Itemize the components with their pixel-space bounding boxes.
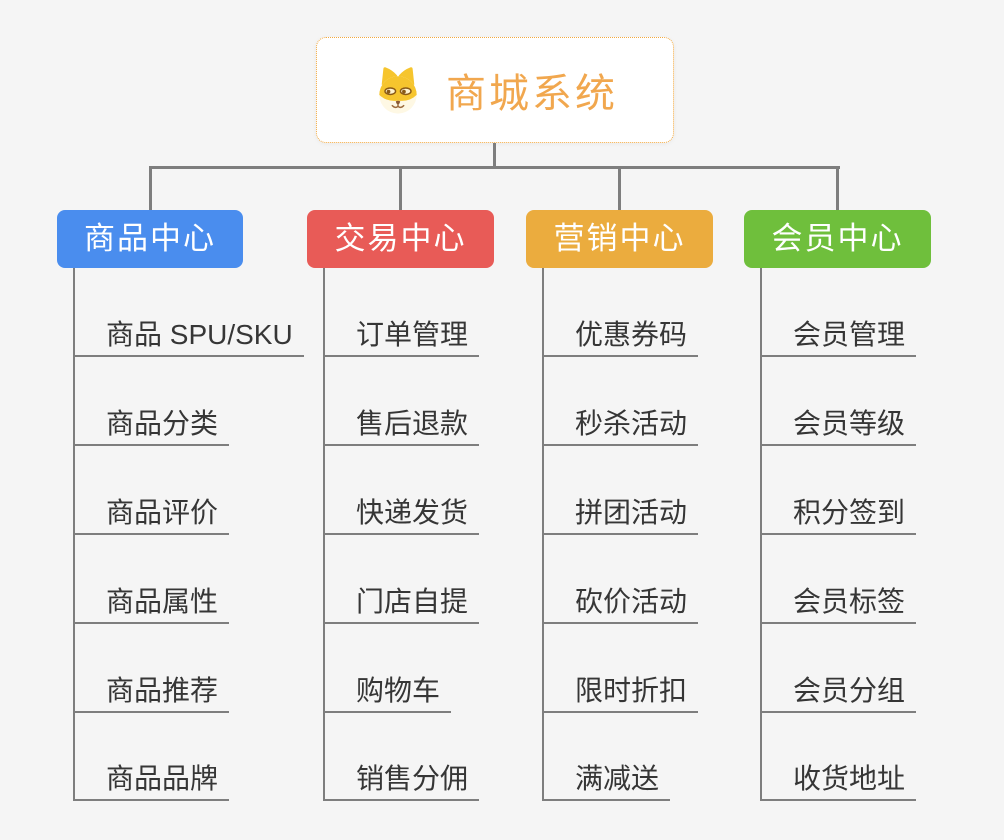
branch-header[interactable]: 营销中心: [526, 210, 713, 268]
branch-item[interactable]: 门店自提: [325, 582, 480, 624]
branch-header[interactable]: 会员中心: [744, 210, 931, 268]
branch-item[interactable]: 优惠券码: [544, 315, 699, 357]
connector-root-vertical: [492, 143, 496, 167]
branch-item[interactable]: 商品属性: [75, 582, 230, 624]
branch-column: 优惠券码秒杀活动拼团活动砍价活动限时折扣满减送: [542, 268, 779, 801]
branch-column: 订单管理售后退款快递发货门店自提购物车销售分佣: [323, 268, 560, 801]
branch-header[interactable]: 商品中心: [57, 210, 243, 268]
branch-item[interactable]: 商品 SPU/SKU: [75, 315, 304, 357]
branch-item[interactable]: 拼团活动: [544, 493, 699, 535]
shiba-dog-icon: [379, 67, 417, 114]
branch-item[interactable]: 秒杀活动: [544, 404, 699, 446]
branch-item[interactable]: 会员分组: [762, 671, 917, 713]
root-title: 商城系统: [446, 72, 618, 116]
branch-item[interactable]: 销售分佣: [325, 759, 480, 801]
branch-item[interactable]: 限时折扣: [544, 671, 699, 713]
branch-item[interactable]: 售后退款: [325, 404, 480, 446]
branch-header[interactable]: 交易中心: [307, 210, 494, 268]
connector-rail: [148, 166, 840, 169]
connector-branch-drop: [836, 166, 839, 210]
branch-column: 会员管理会员等级积分签到会员标签会员分组收货地址: [760, 268, 997, 801]
branch-item[interactable]: 购物车: [325, 671, 452, 713]
branch-item[interactable]: 积分签到: [762, 493, 917, 535]
branch-item[interactable]: 满减送: [544, 759, 671, 801]
branch-item[interactable]: 商品分类: [75, 404, 230, 446]
connector-branch-drop: [148, 166, 152, 210]
branch-item[interactable]: 会员标签: [762, 582, 917, 624]
root-node[interactable]: 商城系统: [316, 37, 674, 143]
branch-item[interactable]: 商品评价: [75, 493, 230, 535]
branch-item[interactable]: 商品推荐: [75, 671, 230, 713]
branch-item[interactable]: 订单管理: [325, 315, 480, 357]
branch-item[interactable]: 收货地址: [762, 759, 917, 801]
branch-item[interactable]: 砍价活动: [544, 582, 699, 624]
branch-item[interactable]: 会员等级: [762, 404, 917, 446]
branch-item[interactable]: 快递发货: [325, 493, 480, 535]
branch-item[interactable]: 会员管理: [762, 315, 917, 357]
branch-item[interactable]: 商品品牌: [75, 759, 230, 801]
branch-column: 商品 SPU/SKU 商品分类商品评价商品属性商品推荐商品品牌: [73, 268, 310, 801]
connector-branch-drop: [399, 166, 402, 210]
connector-branch-drop: [618, 166, 621, 210]
